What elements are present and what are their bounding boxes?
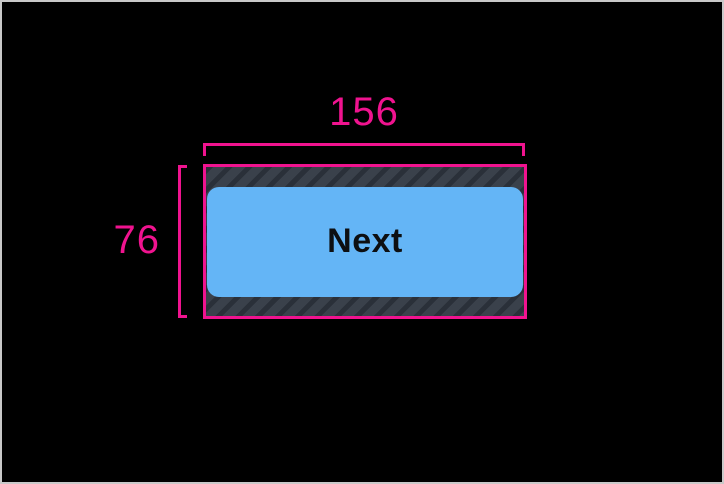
width-measure-bracket [203, 143, 525, 156]
width-dimension-label: 156 [329, 90, 399, 134]
next-button[interactable]: Next [207, 187, 523, 297]
height-dimension-label: 76 [113, 218, 160, 262]
next-button-label: Next [327, 222, 403, 260]
inspected-widget-bounds-padding-hatch: Next [203, 164, 527, 319]
height-measure-bracket [178, 165, 187, 318]
